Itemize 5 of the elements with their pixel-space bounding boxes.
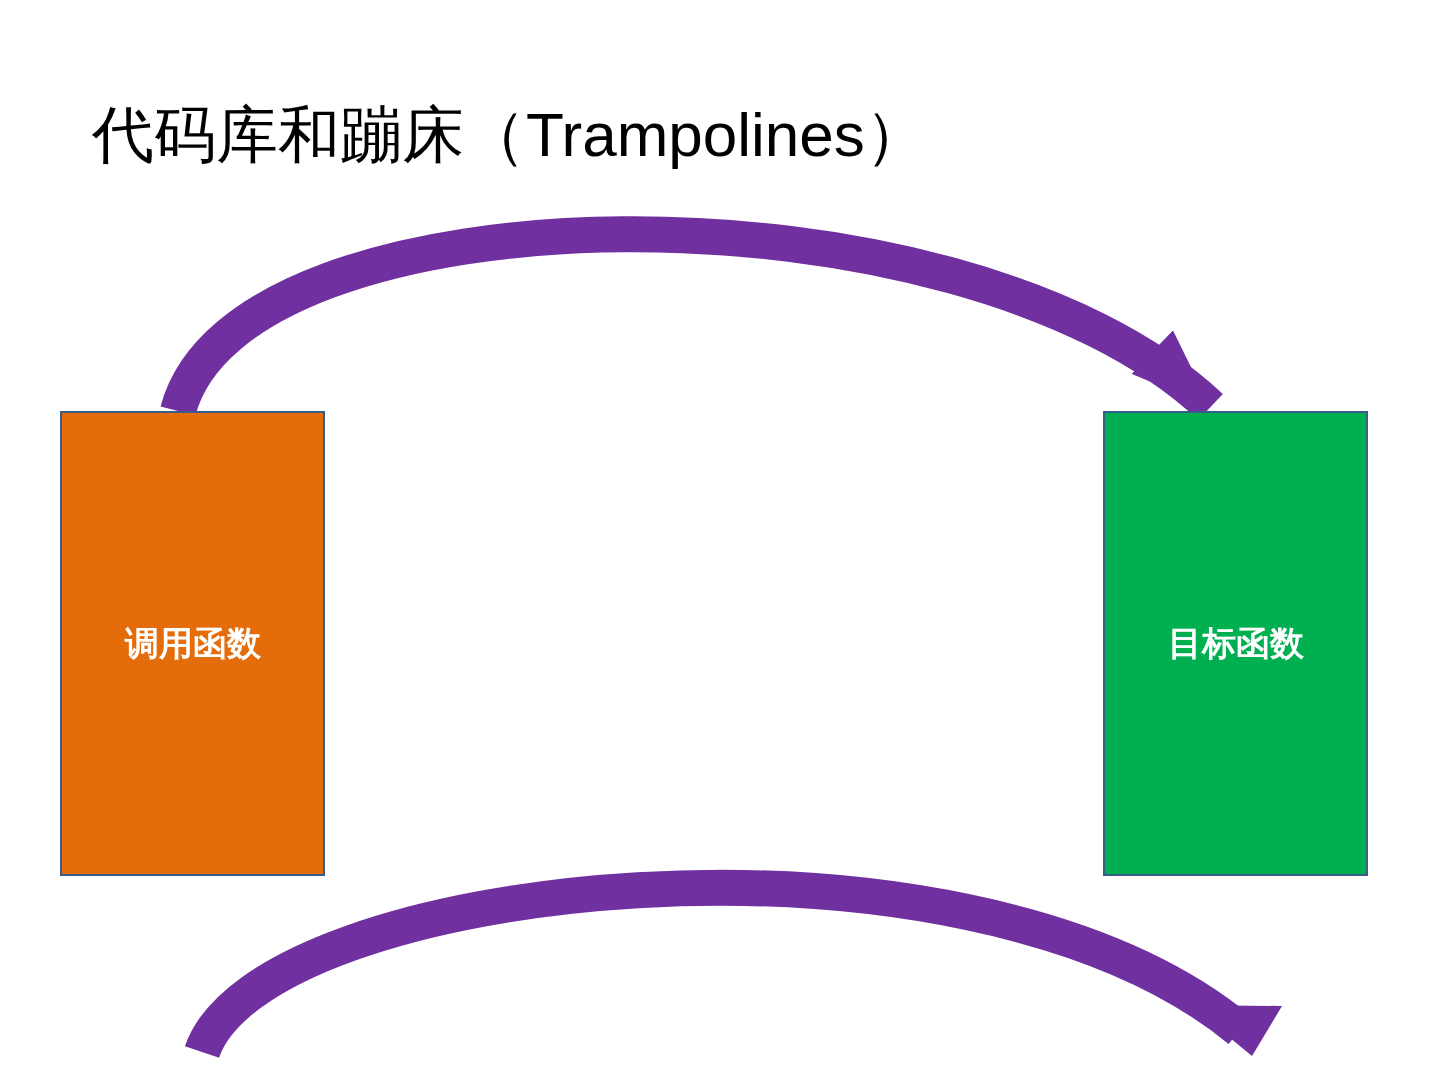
box-label: 目标函数 bbox=[1167, 622, 1304, 665]
slide-title: 代码库和蹦床（Trampolines） bbox=[92, 99, 927, 171]
function-box bbox=[60, 411, 325, 876]
box-label: 调用函数 bbox=[124, 622, 261, 665]
function-box bbox=[1103, 411, 1368, 876]
